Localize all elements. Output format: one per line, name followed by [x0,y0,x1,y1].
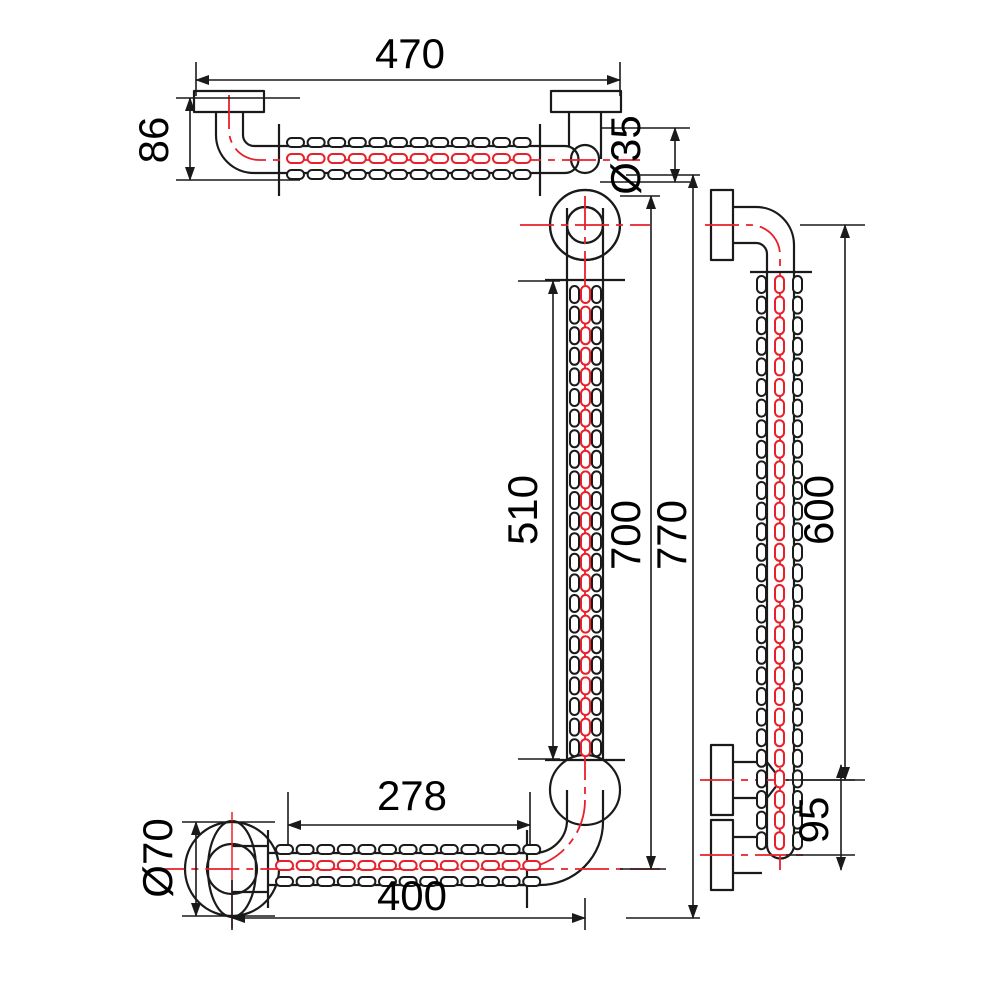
top-view-tube-end-circle [569,143,601,175]
dimension-510 [518,280,560,760]
side-view-top-elbow [733,205,796,272]
dimension-700 [620,195,666,870]
dimension-dia70 [182,821,275,917]
dimension-510-label: 510 [499,475,546,545]
dimension-95 [786,764,855,871]
dimension-600-label: 600 [795,475,842,545]
dimension-dia35 [600,127,690,183]
top-view-right-flange [549,89,623,159]
dimension-770-label: 770 [648,500,695,570]
dimension-dia70-label: Ø70 [134,818,181,897]
front-view-grip-pattern-horizontal [275,844,542,887]
dimension-278 [287,792,531,846]
dimension-700-label: 700 [602,500,649,570]
dimension-dia35-label: Ø35 [602,115,649,194]
dimension-95-label: 95 [790,797,837,844]
dimension-86-label: 86 [130,117,177,164]
front-view-grip-pattern-vertical [569,285,602,758]
top-view-grip-pattern [286,137,532,180]
dimension-470 [195,62,621,96]
side-view-grip-pattern [756,275,803,851]
dimension-278-label: 278 [377,772,447,819]
dimension-470-label: 470 [375,30,445,77]
top-view-centerlines [228,95,640,161]
dimension-400 [231,880,586,930]
dimension-770 [626,174,700,919]
dimension-86 [176,97,300,181]
top-view-left-elbow [214,112,279,175]
dimension-400-label: 400 [377,872,447,919]
